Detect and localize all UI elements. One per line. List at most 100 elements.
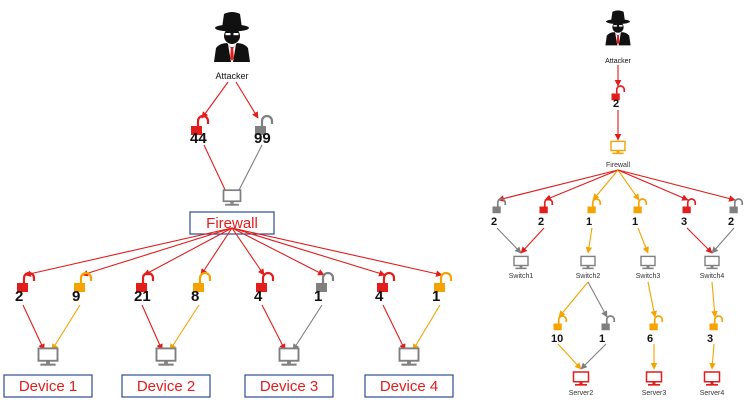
- edge-lock-server: [557, 343, 582, 370]
- switch-monitor-icon: [640, 255, 656, 270]
- lock-count: 2: [538, 216, 544, 228]
- attacker-label: Attacker: [605, 58, 631, 65]
- lock-count: 1: [432, 288, 440, 305]
- lock-count: 8: [191, 288, 199, 305]
- attacker-icon: [605, 10, 631, 46]
- device-box-2: Device 2: [121, 374, 211, 398]
- edge-firewall-lock: [617, 169, 736, 202]
- edge-firewall-lock: [231, 227, 386, 277]
- switch-monitor-icon: [513, 255, 529, 270]
- lock-count: 44: [190, 130, 207, 147]
- padlock-icon: [492, 198, 507, 214]
- edge-lock-server: [580, 343, 607, 370]
- padlock-icon: [136, 271, 155, 292]
- padlock-icon: [539, 198, 554, 214]
- edge-firewall-lock: [81, 227, 233, 277]
- lock-count: 6: [647, 333, 653, 345]
- edge-lock-switch: [686, 227, 713, 254]
- lock-count: 1: [599, 333, 605, 345]
- edge-firewall-lock: [497, 169, 619, 202]
- edge-firewall-lock: [231, 227, 265, 276]
- padlock-icon: [633, 198, 648, 214]
- edge-lock-switch: [496, 227, 522, 254]
- lock-count: 9: [72, 288, 80, 305]
- device-box-3: Device 3: [244, 374, 334, 398]
- edge-lock-device: [22, 304, 45, 351]
- edge-firewall-lock: [544, 169, 619, 201]
- padlock-icon: [17, 271, 36, 292]
- edge-lock-switch: [637, 227, 649, 254]
- device-monitor-icon: [37, 347, 59, 366]
- padlock-icon: [649, 315, 664, 331]
- edge-switch-lock: [647, 281, 658, 318]
- lock-count: 2: [728, 216, 734, 228]
- edge-switch-lock: [558, 281, 589, 318]
- edge-firewall-lock: [617, 169, 689, 201]
- padlock-icon: [377, 271, 396, 292]
- padlock-icon: [255, 114, 274, 135]
- server-monitor-icon: [645, 371, 663, 386]
- device-box-3-label: Device 3: [260, 378, 318, 395]
- padlock-icon: [601, 315, 616, 331]
- edge-lock-switch: [711, 227, 735, 254]
- attacker-label: Attacker: [215, 71, 248, 81]
- padlock-icon: [74, 271, 93, 292]
- edge-attacker-lock-44: [201, 81, 229, 119]
- padlock-icon: [682, 198, 697, 214]
- server-monitor-icon: [572, 371, 590, 386]
- device-monitor-icon: [278, 347, 300, 366]
- lock-count: 1: [586, 216, 592, 228]
- edge-switch-lock: [711, 281, 718, 318]
- edge-firewall-lock: [143, 227, 233, 276]
- firewall-box-label: Firewall: [206, 215, 258, 232]
- edge-lock-device: [382, 304, 406, 351]
- edge-lock-device: [141, 304, 163, 351]
- edge-lock-device: [51, 304, 81, 351]
- lock-count: 99: [254, 130, 271, 147]
- firewall-monitor-icon: [222, 189, 242, 206]
- edge-firewall-lock: [231, 227, 443, 277]
- server-label-2: Server2: [569, 390, 594, 397]
- edge-lock-firewall: [203, 144, 229, 197]
- lock-count: 3: [681, 216, 687, 228]
- padlock-icon: [256, 271, 275, 292]
- padlock-icon: [553, 315, 568, 331]
- padlock-icon: [587, 198, 602, 214]
- server-label-4: Server4: [700, 390, 725, 397]
- device-box-2-label: Device 2: [137, 378, 195, 395]
- edge-lock-server: [709, 343, 716, 370]
- firewall-label: Firewall: [606, 162, 631, 169]
- server-monitor-icon: [703, 371, 721, 386]
- firewall-monitor-icon: [610, 140, 626, 155]
- lock-count: 1: [632, 216, 638, 228]
- lock-count: 4: [254, 288, 263, 305]
- edge-firewall-lock: [231, 227, 325, 276]
- switch-monitor-icon: [580, 255, 596, 270]
- lock-count: 2: [15, 288, 23, 305]
- switch-label-3: Switch3: [636, 273, 661, 280]
- padlock-icon: [709, 315, 724, 331]
- edge-lock-device: [412, 304, 441, 351]
- switch-monitor-icon: [704, 255, 720, 270]
- padlock-icon: [316, 271, 335, 292]
- padlock-icon: [611, 85, 626, 101]
- switch-label-1: Switch1: [509, 273, 534, 280]
- lock-count: 4: [375, 288, 384, 305]
- switch-label-2: Switch2: [576, 273, 601, 280]
- padlock-icon: [434, 271, 453, 292]
- device-box-1: Device 1: [3, 374, 93, 398]
- device-box-4: Device 4: [364, 374, 454, 398]
- device-monitor-icon: [398, 347, 420, 366]
- edge-attacker-lock-99: [235, 81, 259, 119]
- lock-count: 10: [551, 333, 563, 345]
- padlock-icon: [191, 114, 210, 135]
- device-monitor-icon: [155, 347, 177, 366]
- server-label-3: Server3: [642, 390, 667, 397]
- lock-count: 3: [707, 333, 713, 345]
- lock-count: 2: [491, 216, 497, 228]
- padlock-icon: [193, 271, 212, 292]
- edge-firewall-lock: [617, 169, 640, 201]
- edge-firewall-lock: [200, 227, 233, 276]
- edge-lock-firewall: [235, 144, 263, 197]
